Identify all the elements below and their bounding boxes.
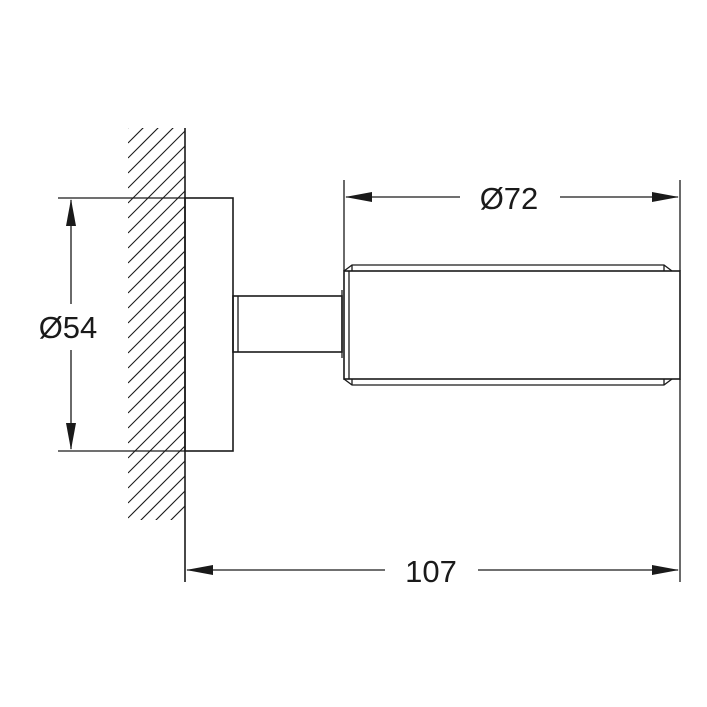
hatch-line bbox=[128, 145, 185, 204]
holder-bottom-rim bbox=[343, 378, 673, 386]
hatch-line bbox=[128, 385, 185, 444]
hatch-line bbox=[128, 280, 185, 339]
arrow-right-icon bbox=[652, 192, 679, 202]
hatch-line bbox=[128, 340, 185, 399]
connecting-shaft bbox=[232, 295, 343, 353]
hatch-line bbox=[128, 265, 185, 324]
hatch-line bbox=[128, 190, 185, 249]
hatch-line bbox=[128, 460, 185, 519]
hatch-line bbox=[128, 175, 185, 234]
hatch-line bbox=[140, 475, 185, 520]
dimension-rosette-diameter: Ø54 bbox=[39, 197, 185, 452]
hatch-line bbox=[128, 325, 185, 384]
hatch-line bbox=[128, 128, 144, 144]
hatch-line bbox=[128, 235, 185, 294]
hatch-line bbox=[128, 445, 185, 504]
hatch-line bbox=[128, 128, 159, 159]
dimension-label-total: 107 bbox=[405, 554, 457, 589]
hatch-line bbox=[128, 205, 185, 264]
hatch-line bbox=[128, 310, 185, 369]
dimension-holder-diameter: Ø72 bbox=[343, 180, 681, 271]
arrow-down-icon bbox=[66, 423, 76, 450]
hatch-line bbox=[128, 220, 185, 279]
wall-hatching bbox=[128, 128, 185, 623]
arrow-left-icon bbox=[345, 192, 372, 202]
hatch-line bbox=[128, 400, 185, 459]
hatch-line bbox=[128, 551, 185, 608]
hatch-line bbox=[128, 521, 185, 578]
hatch-line bbox=[128, 160, 185, 219]
hatch-line bbox=[128, 415, 185, 474]
hatch-line bbox=[128, 295, 185, 354]
dimension-label-holder: Ø72 bbox=[480, 181, 539, 216]
dimension-label-rosette: Ø54 bbox=[39, 310, 98, 345]
hatch-line bbox=[128, 130, 185, 189]
hatch-line bbox=[170, 505, 185, 520]
arrow-right-icon bbox=[652, 565, 679, 575]
hatch-line bbox=[128, 128, 174, 174]
rosette-plate bbox=[184, 197, 234, 452]
arrow-up-icon bbox=[66, 199, 76, 226]
holder-top-rim bbox=[343, 264, 673, 272]
hatch-line bbox=[128, 128, 129, 129]
hatch-line bbox=[128, 536, 185, 593]
hatch-line bbox=[128, 370, 185, 429]
hatch-line bbox=[128, 355, 185, 414]
arrow-left-icon bbox=[186, 565, 213, 575]
hatch-line bbox=[128, 566, 185, 623]
hatch-line bbox=[128, 430, 185, 489]
hatch-line bbox=[155, 490, 185, 520]
hatch-line bbox=[128, 250, 185, 309]
holder-body bbox=[343, 270, 681, 380]
dimension-total-depth: 107 bbox=[186, 379, 681, 589]
